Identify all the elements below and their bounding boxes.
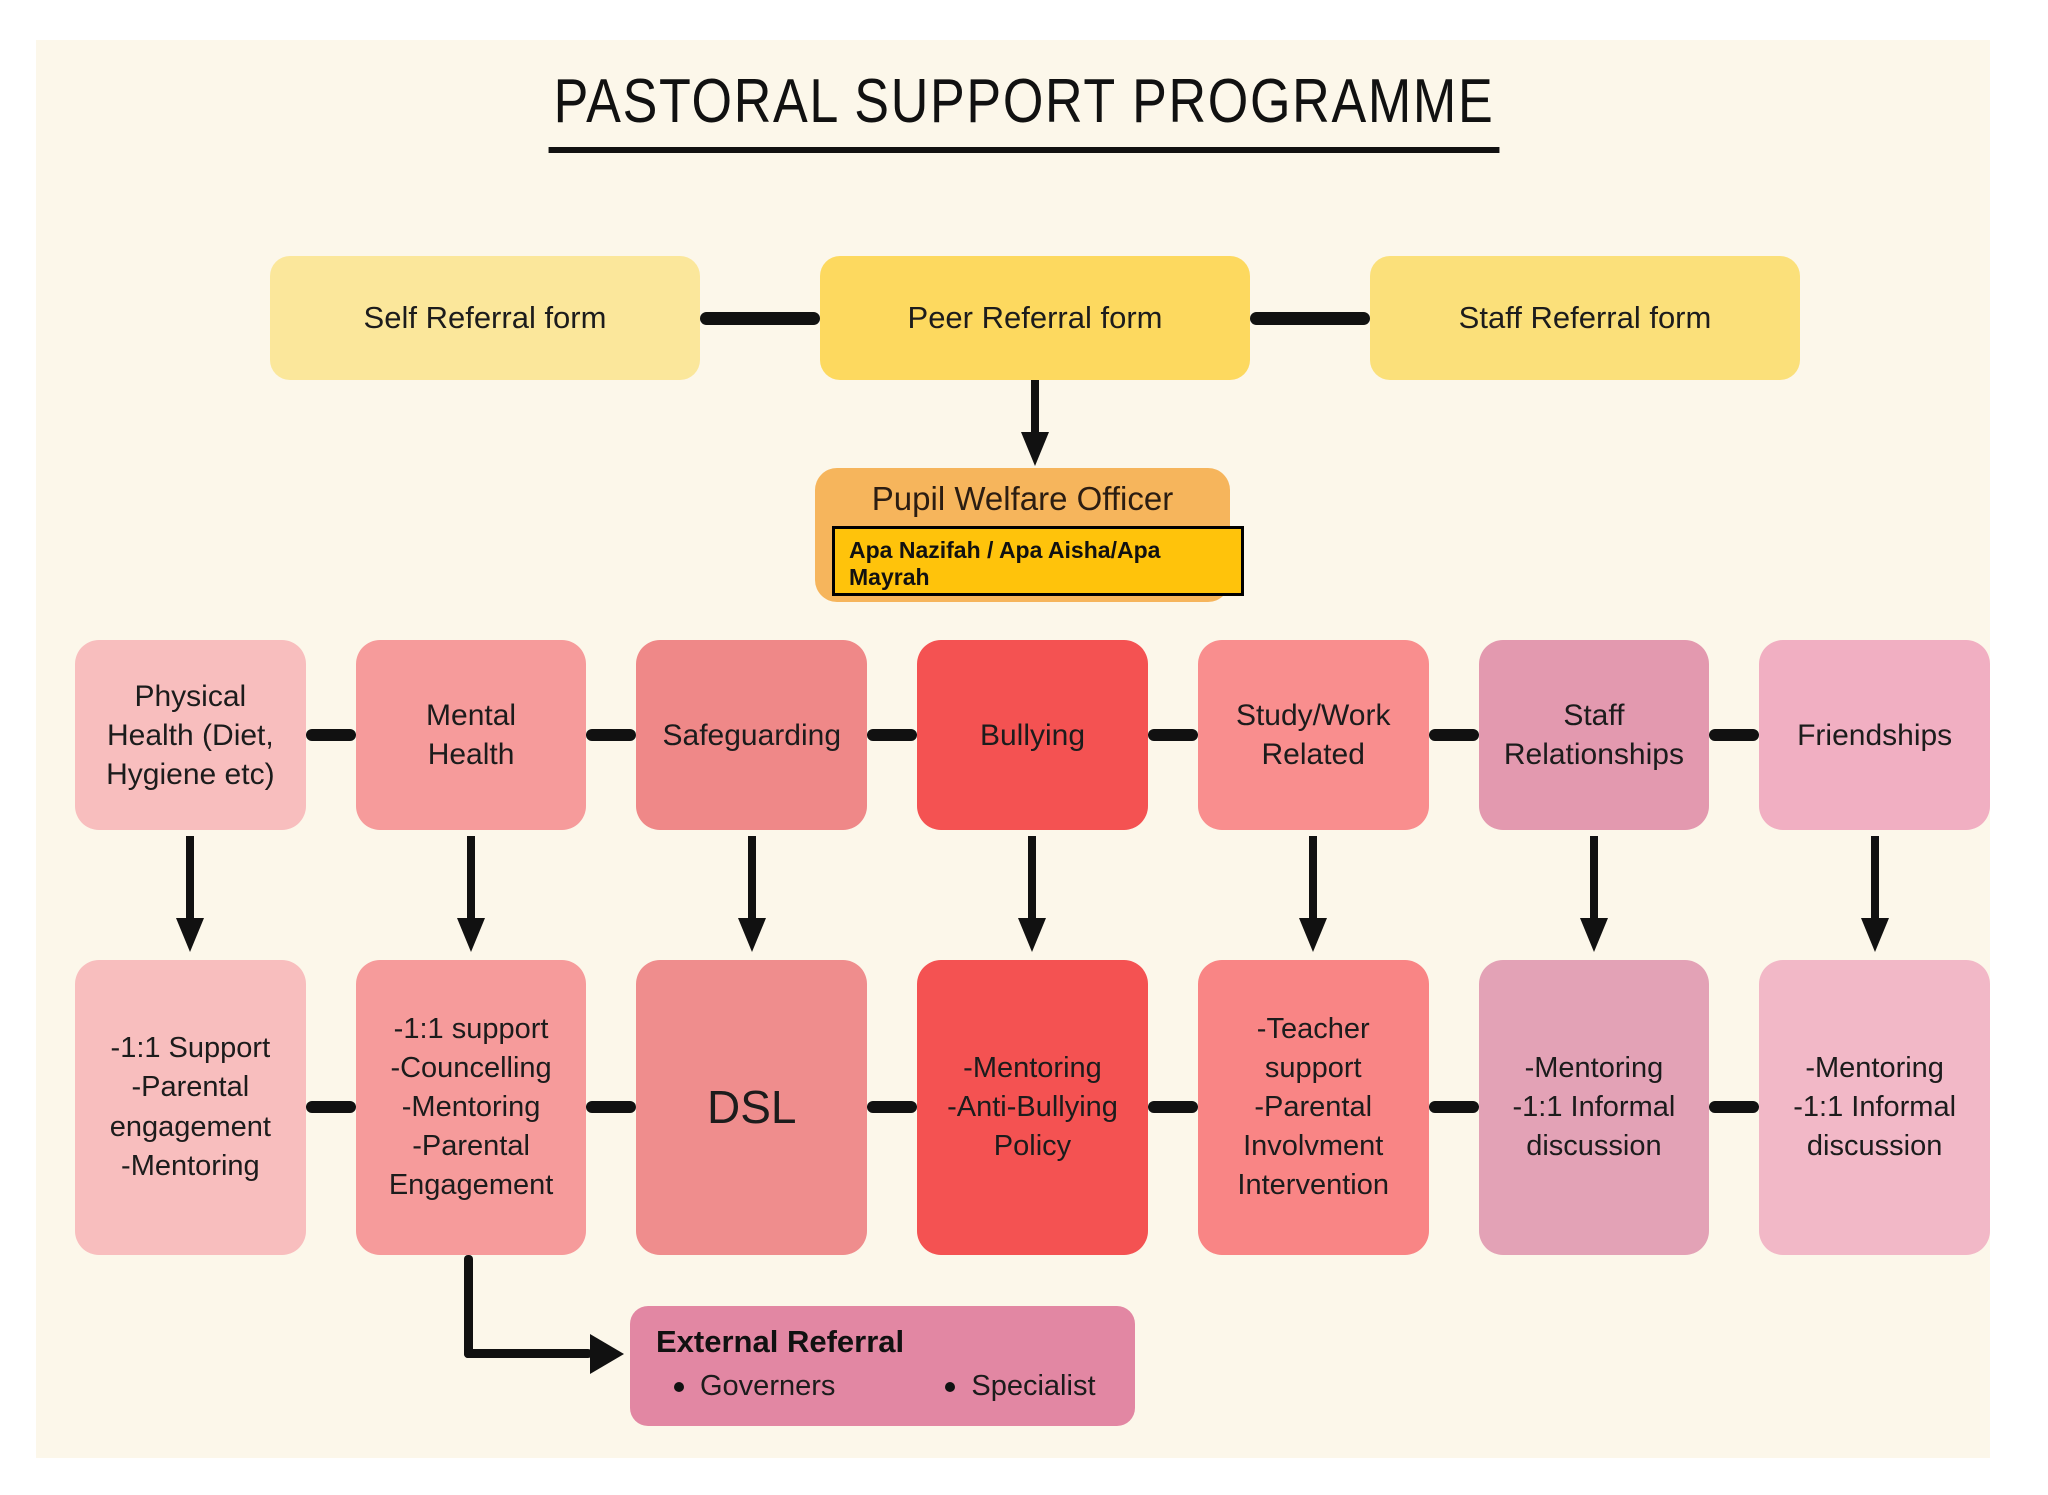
welfare-officer-title: Pupil Welfare Officer — [871, 480, 1174, 517]
arrow-down-icon — [75, 830, 306, 960]
connector-line — [867, 1101, 918, 1113]
external-referral-title: External Referral — [656, 1324, 905, 1359]
connector-line — [1428, 729, 1479, 741]
welfare-officer-names: Apa Nazifah / Apa Aisha/Apa Mayrah — [849, 537, 1161, 590]
connector-line — [586, 729, 637, 741]
connector-line — [1147, 1101, 1198, 1113]
support-text: -Mentoring -1:1 Informal discussion — [1793, 1051, 1957, 1163]
referral-box-staff: Staff Referral form — [1370, 256, 1800, 380]
category-label: Friendships — [1797, 718, 1953, 752]
support-box-friendships: -Mentoring -1:1 Informal discussion — [1759, 960, 1990, 1255]
connector-line — [1428, 1101, 1479, 1113]
support-box-study-work: -Teacher support -Parental Involvment In… — [1197, 960, 1429, 1255]
connector-line — [1709, 729, 1760, 741]
column-physical-health: Physical Health (Diet, Hygiene etc) -1:1… — [75, 640, 356, 1255]
referral-label-staff: Staff Referral form — [1458, 300, 1712, 335]
column-staff-relationships: Staff Relationships -Mentoring -1:1 Info… — [1478, 640, 1760, 1255]
category-label: Safeguarding — [662, 718, 842, 752]
title-row: PASTORAL SUPPORT PROGRAMME — [0, 66, 2048, 153]
referral-label-self: Self Referral form — [363, 300, 607, 335]
category-box-physical-health: Physical Health (Diet, Hygiene etc) — [75, 640, 306, 830]
category-label: Physical Health (Diet, Hygiene etc) — [106, 679, 275, 791]
category-box-mental-health: Mental Health — [355, 640, 587, 830]
support-box-bullying: -Mentoring -Anti-Bullying Policy — [917, 960, 1148, 1255]
support-text: -1:1 Support -Parental engagement -Mento… — [109, 1032, 271, 1182]
referral-box-peer: Peer Referral form — [820, 256, 1250, 380]
category-box-staff-relationships: Staff Relationships — [1478, 640, 1710, 830]
arrow-right-icon — [590, 1334, 624, 1374]
referral-label-peer: Peer Referral form — [907, 300, 1163, 335]
connector-line — [867, 729, 918, 741]
connector-line — [1709, 1101, 1760, 1113]
arrow-down-icon — [1479, 830, 1710, 960]
external-referral-item-governers: Governers — [700, 1370, 836, 1402]
arrow-down-icon — [356, 830, 587, 960]
category-label: Bullying — [979, 718, 1086, 752]
support-box-staff-relationships: -Mentoring -1:1 Informal discussion — [1478, 960, 1710, 1255]
arrow-down-icon — [1759, 830, 1990, 960]
connector-line — [1147, 729, 1198, 741]
connector-line — [700, 311, 820, 325]
support-box-physical-health: -1:1 Support -Parental engagement -Mento… — [75, 960, 306, 1255]
support-text: -1:1 support -Councelling -Mentoring -Pa… — [388, 1012, 554, 1202]
bullet-icon — [945, 1381, 956, 1392]
support-box-mental-health: -1:1 support -Councelling -Mentoring -Pa… — [355, 960, 587, 1255]
external-referral-box: External Referral Governers Specialist — [630, 1306, 1135, 1426]
welfare-officer-names-box: Apa Nazifah / Apa Aisha/Apa Mayrah — [832, 526, 1244, 596]
support-text: -Mentoring -Anti-Bullying Policy — [947, 1051, 1118, 1163]
connector-line — [305, 729, 356, 741]
list-item: Governers — [674, 1370, 835, 1403]
arrow-down-icon — [1031, 380, 1039, 434]
elbow-connector — [464, 1349, 592, 1358]
bullet-icon — [674, 1381, 684, 1392]
category-box-bullying: Bullying — [917, 640, 1148, 830]
arrow-down-icon — [1021, 432, 1049, 466]
column-friendships: Friendships -Mentoring -1:1 Informal dis… — [1759, 640, 1990, 1255]
referral-row: Self Referral form Peer Referral form St… — [270, 256, 1800, 380]
page-title: PASTORAL SUPPORT PROGRAMME — [548, 66, 1500, 153]
column-safeguarding: Safeguarding DSL — [636, 640, 918, 1255]
arrow-down-icon — [636, 830, 867, 960]
column-bullying: Bullying -Mentoring -Anti-Bullying Polic… — [917, 640, 1198, 1255]
arrow-down-icon — [1198, 830, 1429, 960]
arrow-down-icon — [917, 830, 1148, 960]
category-columns: Physical Health (Diet, Hygiene etc) -1:1… — [75, 640, 1990, 1255]
list-item: Specialist — [945, 1370, 1096, 1403]
category-box-study-work: Study/Work Related — [1197, 640, 1429, 830]
column-study-work: Study/Work Related -Teacher support -Par… — [1197, 640, 1479, 1255]
elbow-connector — [464, 1255, 473, 1358]
category-label: Study/Work Related — [1235, 699, 1391, 771]
support-box-dsl: DSL — [636, 960, 868, 1255]
support-text: -Mentoring -1:1 Informal discussion — [1512, 1051, 1676, 1163]
connector-line — [1250, 311, 1370, 325]
connector-line — [586, 1101, 637, 1113]
referral-box-self: Self Referral form — [270, 256, 700, 380]
column-mental-health: Mental Health -1:1 support -Councelling … — [355, 640, 637, 1255]
external-referral-item-specialist: Specialist — [971, 1370, 1096, 1402]
category-box-safeguarding: Safeguarding — [636, 640, 868, 830]
support-text: -Teacher support -Parental Involvment In… — [1237, 1012, 1389, 1202]
support-text: DSL — [707, 1081, 797, 1134]
connector-line — [305, 1101, 356, 1113]
category-label: Staff Relationships — [1503, 699, 1684, 771]
category-box-friendships: Friendships — [1759, 640, 1990, 830]
category-label: Mental Health — [426, 699, 517, 771]
external-referral-items: Governers Specialist — [674, 1370, 1109, 1403]
